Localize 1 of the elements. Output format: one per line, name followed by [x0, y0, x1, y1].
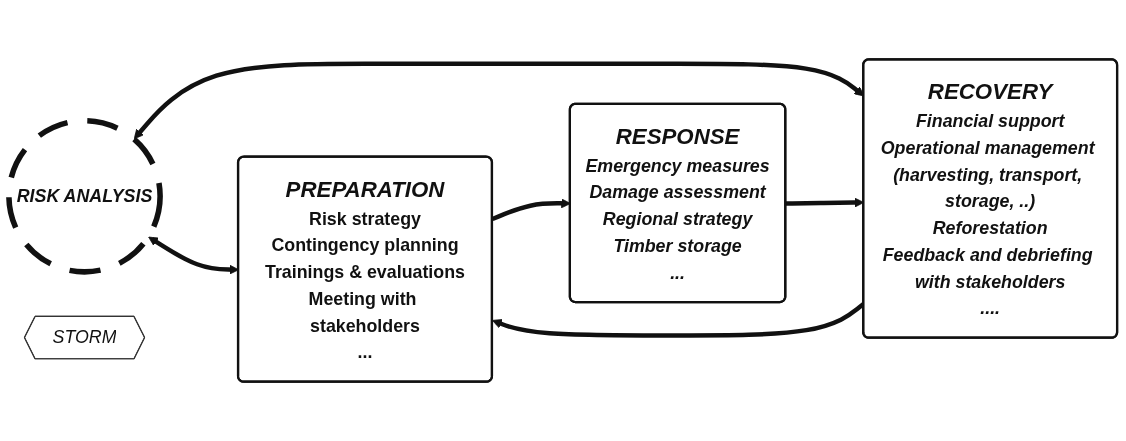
node-circle: RISK ANALYSIS — [6, 117, 163, 275]
